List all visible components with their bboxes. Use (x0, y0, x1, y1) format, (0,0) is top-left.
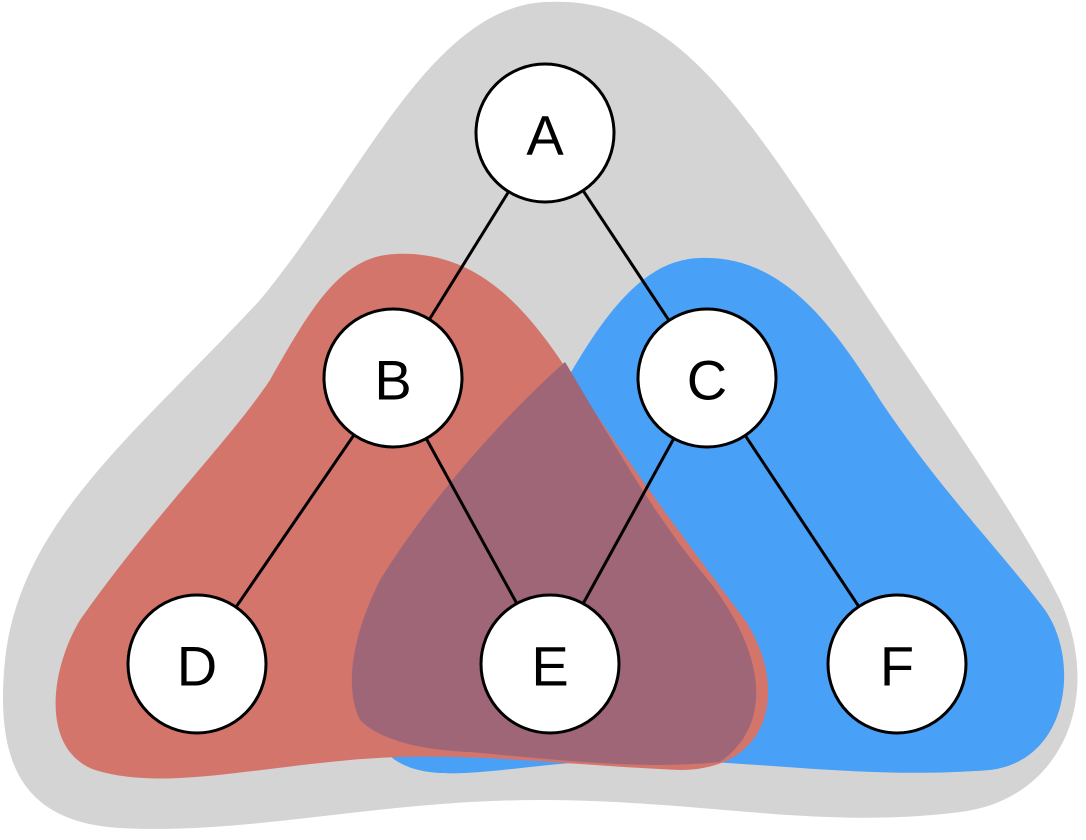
overlap-region (351, 362, 757, 765)
node-c: C (636, 307, 778, 449)
node-label: B (374, 349, 411, 412)
node-label: F (880, 635, 914, 698)
node-circle (126, 593, 268, 735)
node-circle (636, 307, 778, 449)
node-label: E (531, 635, 568, 698)
edge-a-b (428, 190, 510, 321)
edge-b-d (234, 434, 356, 608)
node-label: A (526, 104, 564, 167)
node-label: C (687, 349, 727, 412)
node-label: D (177, 635, 217, 698)
edge-c-e (581, 437, 676, 605)
node-circle (322, 307, 464, 449)
node-a: A (474, 62, 616, 204)
edges-layer (234, 189, 861, 608)
edge-c-f (743, 434, 861, 608)
node-f: F (826, 593, 968, 735)
node-circle (826, 593, 968, 735)
node-b: B (322, 307, 464, 449)
edge-b-e (424, 437, 519, 605)
node-e: E (479, 593, 621, 735)
node-d: D (126, 593, 268, 735)
edge-a-c (581, 189, 671, 322)
node-circle (474, 62, 616, 204)
node-circle (479, 593, 621, 735)
nodes-layer: A B C D E F (126, 62, 968, 735)
